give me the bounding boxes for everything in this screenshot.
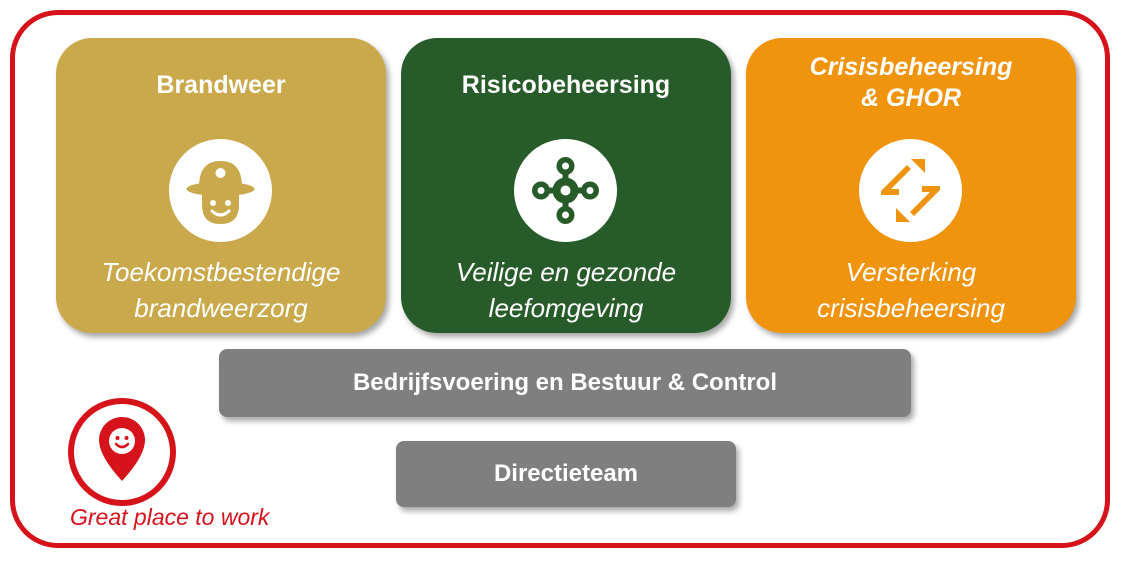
card-subtitle-line: leefomgeving — [488, 293, 644, 323]
card-subtitle-line: crisisbeheersing — [817, 293, 1005, 323]
card-brandweer: Brandweer Toekomstbestendige brandweerzo… — [56, 38, 386, 333]
card-subtitle: Toekomstbestendige brandweerzorg — [56, 254, 386, 326]
card-title-line: Crisisbeheersing — [809, 53, 1013, 81]
rotating-arrows-icon — [859, 139, 962, 242]
bedrijfsvoering-bar: Bedrijfsvoering en Bestuur & Control — [219, 349, 911, 417]
smiley-location-pin-icon — [66, 396, 178, 508]
card-crisisbeheersing: Crisisbeheersing & GHOR Versterking cris… — [746, 38, 1076, 333]
network-nodes-icon — [514, 139, 617, 242]
card-title-line: & GHOR — [861, 84, 961, 112]
card-title: Crisisbeheersing & GHOR — [746, 52, 1076, 114]
card-title: Brandweer — [156, 71, 286, 99]
card-subtitle-line: Toekomstbestendige — [101, 257, 341, 287]
outer-frame — [10, 10, 1110, 548]
great-place-label: Great place to work — [70, 504, 270, 530]
card-subtitle-line: brandweerzorg — [134, 293, 308, 323]
card-subtitle: Versterking crisisbeheersing — [746, 254, 1076, 326]
card-risicobeheersing: Risicobeheersing Veilige en gezonde leef… — [401, 38, 731, 333]
directieteam-bar: Directieteam — [396, 441, 736, 507]
firefighter-icon — [169, 139, 272, 242]
card-subtitle: Veilige en gezonde leefomgeving — [401, 254, 731, 326]
card-subtitle-line: Versterking — [845, 257, 977, 287]
card-subtitle-line: Veilige en gezonde — [455, 257, 677, 287]
card-title: Risicobeheersing — [461, 71, 671, 99]
